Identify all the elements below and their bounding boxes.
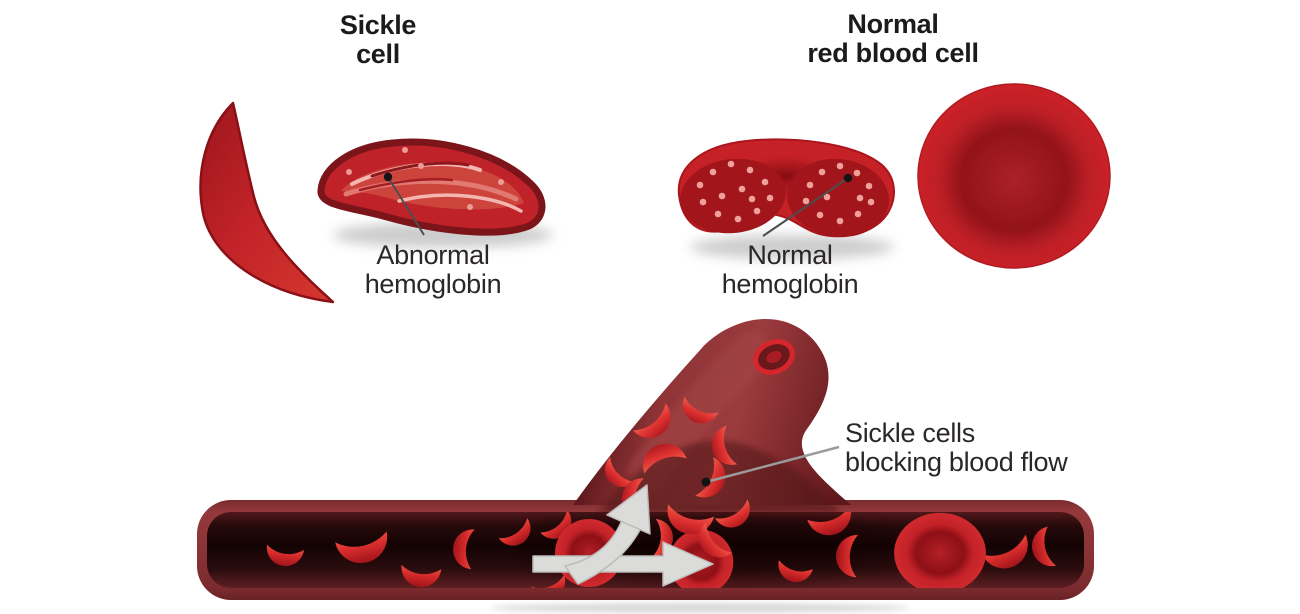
title-normal-red-blood-cell: Normal red blood cell	[763, 10, 1023, 68]
label-normal-hemoglobin-line1: Normal	[747, 240, 833, 270]
title-sickle-cell: Sickle cell	[278, 11, 478, 69]
label-abnormal-hemoglobin: Abnormal hemoglobin	[333, 241, 533, 299]
leader-dot-normal	[843, 173, 853, 183]
sickle-cell-speckles	[346, 147, 504, 210]
flow-arrow-curved-head-icon	[606, 484, 651, 535]
leader-dot-blockage	[701, 477, 711, 487]
label-blockage-line2: blocking blood flow	[845, 447, 1068, 477]
title-normal-rbc-line2: red blood cell	[807, 38, 979, 68]
title-normal-rbc-line1: Normal	[847, 9, 939, 39]
blood-flow-arrows	[532, 484, 714, 587]
label-normal-hemoglobin-line2: hemoglobin	[721, 269, 859, 299]
sickle-cell-crescent-illustration	[199, 101, 335, 304]
leader-lines	[383, 172, 853, 487]
label-abnormal-hemoglobin-line2: hemoglobin	[364, 269, 502, 299]
normal-rbc-cross-section-illustration	[677, 138, 895, 238]
title-sickle-cell-line2: cell	[356, 39, 400, 69]
sickle-cell-cross-section-illustration	[317, 138, 546, 236]
label-normal-hemoglobin: Normal hemoglobin	[690, 241, 890, 299]
label-sickle-cells-blocking-blood-flow: Sickle cells blocking blood flow	[845, 419, 1145, 477]
normal-rbc-top-view-illustration	[917, 83, 1111, 269]
normal-hemoglobin-dots	[696, 160, 875, 225]
label-abnormal-hemoglobin-line1: Abnormal	[376, 240, 490, 270]
title-sickle-cell-line1: Sickle	[339, 10, 417, 40]
leader-dot-abnormal	[383, 172, 393, 182]
vessel-opening-ring	[753, 339, 795, 375]
label-blockage-line1: Sickle cells	[845, 418, 975, 448]
flow-arrow-straight-icon	[532, 541, 714, 587]
